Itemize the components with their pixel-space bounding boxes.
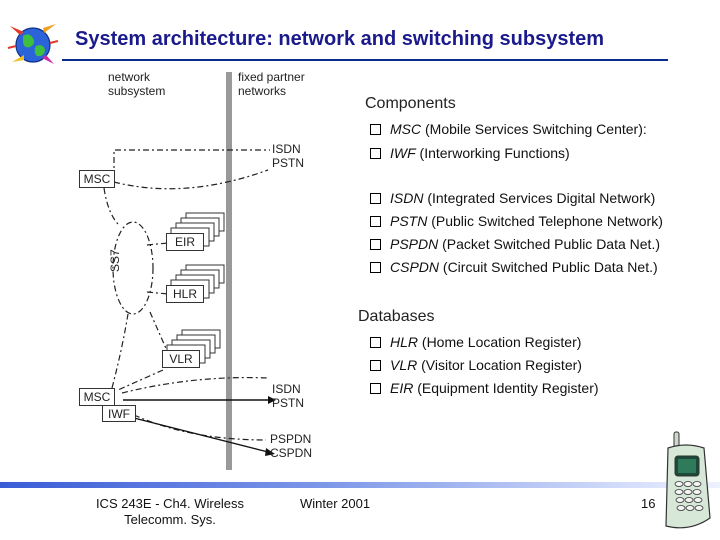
components-heading: Components	[365, 95, 456, 112]
list-item: EIR (Equipment Identity Register)	[370, 379, 599, 397]
vlr-box: VLR	[162, 350, 200, 368]
list-item: CSPDN (Circuit Switched Public Data Net.…	[370, 258, 663, 276]
slide-title: System architecture: network and switchi…	[75, 28, 605, 50]
checkbox-icon	[370, 359, 381, 371]
list-item: HLR (Home Location Register)	[370, 333, 599, 351]
mobile-phone-icon	[665, 431, 711, 529]
checkbox-icon	[370, 215, 381, 227]
title-underline	[62, 59, 668, 61]
list-item: PSTN (Public Switched Telephone Network)	[370, 212, 663, 230]
msc-bottom-box: MSC	[79, 388, 115, 406]
msc-to-isdn-top-line-2	[113, 169, 269, 190]
list-item: ISDN (Integrated Services Digital Networ…	[370, 189, 663, 207]
list-item: IWF (Interworking Functions)	[370, 144, 647, 162]
iwf-box: IWF	[102, 405, 136, 422]
list-item: MSC (Mobile Services Switching Center):	[370, 120, 647, 138]
components-list-a: MSC (Mobile Services Switching Center): …	[370, 120, 647, 162]
list-item: PSPDN (Packet Switched Public Data Net.)	[370, 235, 663, 253]
ss7-label: SS7	[108, 249, 122, 272]
eir-box: EIR	[166, 233, 204, 251]
msc-to-isdn-top-line	[113, 149, 270, 177]
msc-top-box: MSC	[79, 170, 115, 188]
globe-logo-icon	[7, 24, 59, 64]
checkbox-icon	[370, 192, 381, 204]
checkbox-icon	[370, 238, 381, 250]
hlr-box: HLR	[166, 285, 204, 303]
checkbox-icon	[370, 382, 381, 394]
checkbox-icon	[370, 147, 381, 159]
page-number: 16	[641, 496, 656, 511]
checkbox-icon	[370, 336, 381, 348]
list-item: VLR (Visitor Location Register)	[370, 356, 599, 374]
checkbox-icon	[370, 261, 381, 273]
databases-heading: Databases	[358, 308, 435, 325]
databases-list: HLR (Home Location Register) VLR (Visito…	[370, 333, 599, 397]
ss7-ellipse	[112, 221, 154, 315]
footer-rule	[0, 482, 720, 488]
checkbox-icon	[370, 123, 381, 135]
footer-date: Winter 2001	[300, 496, 371, 511]
components-list-b: ISDN (Integrated Services Digital Networ…	[370, 189, 663, 276]
